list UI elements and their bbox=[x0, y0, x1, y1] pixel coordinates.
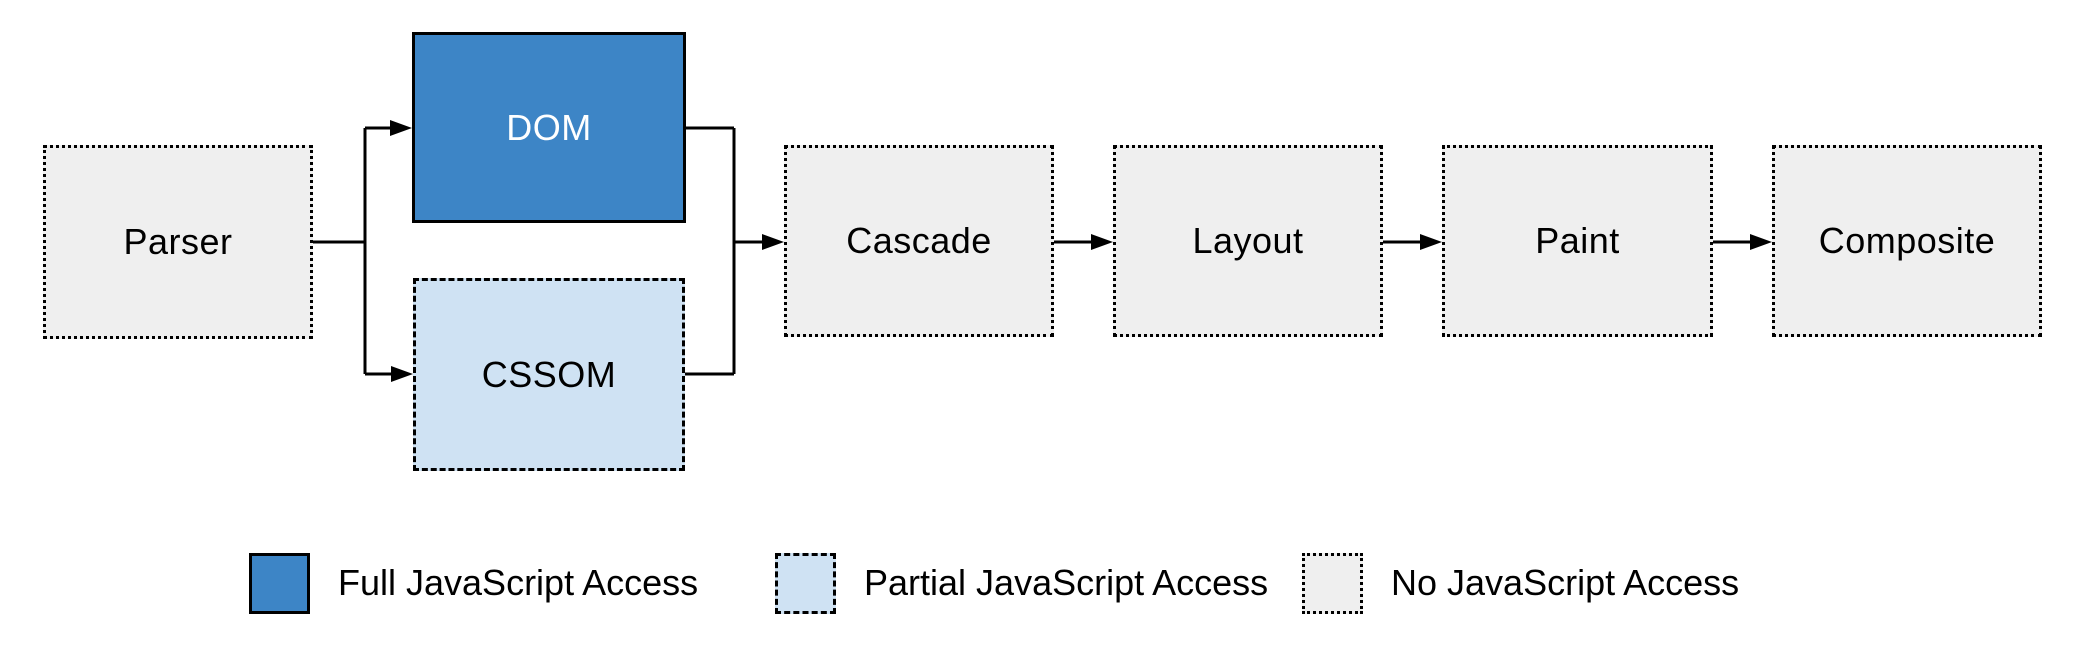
legend-swatch-partial-access bbox=[775, 552, 836, 614]
node-parser: Parser bbox=[43, 145, 313, 339]
node-cssom-label: CSSOM bbox=[481, 353, 617, 395]
node-layout: Layout bbox=[1113, 145, 1383, 337]
node-cssom: CSSOM bbox=[413, 278, 685, 471]
legend-label-full-access: Full JavaScript Access bbox=[338, 562, 699, 603]
node-composite: Composite bbox=[1772, 145, 2042, 337]
node-layout-label: Layout bbox=[1192, 220, 1304, 261]
node-cascade: Cascade bbox=[784, 145, 1054, 337]
legend-swatch-no-access bbox=[1302, 552, 1363, 614]
node-paint: Paint bbox=[1442, 145, 1713, 337]
legend-item-partial-access: Partial JavaScript Access bbox=[775, 552, 1268, 614]
arrowhead-paint-icon bbox=[1420, 234, 1442, 250]
arrowhead-cascade-icon bbox=[762, 234, 784, 250]
legend-swatch-full-access bbox=[249, 552, 310, 614]
legend-item-no-access: No JavaScript Access bbox=[1302, 552, 1739, 614]
node-paint-label: Paint bbox=[1535, 220, 1620, 261]
arrowhead-dom-icon bbox=[390, 120, 412, 136]
arrowhead-layout-icon bbox=[1091, 234, 1113, 250]
legend-label-partial-access: Partial JavaScript Access bbox=[864, 562, 1269, 603]
legend-label-no-access: No JavaScript Access bbox=[1391, 562, 1740, 603]
node-cascade-label: Cascade bbox=[846, 220, 992, 261]
node-dom-label: DOM bbox=[506, 106, 592, 148]
node-dom: DOM bbox=[412, 32, 686, 223]
node-composite-label: Composite bbox=[1818, 220, 1996, 261]
arrowhead-composite-icon bbox=[1750, 234, 1772, 250]
legend-item-full-access: Full JavaScript Access bbox=[249, 552, 698, 614]
arrowhead-cssom-icon bbox=[391, 366, 413, 382]
node-parser-label: Parser bbox=[123, 221, 233, 262]
